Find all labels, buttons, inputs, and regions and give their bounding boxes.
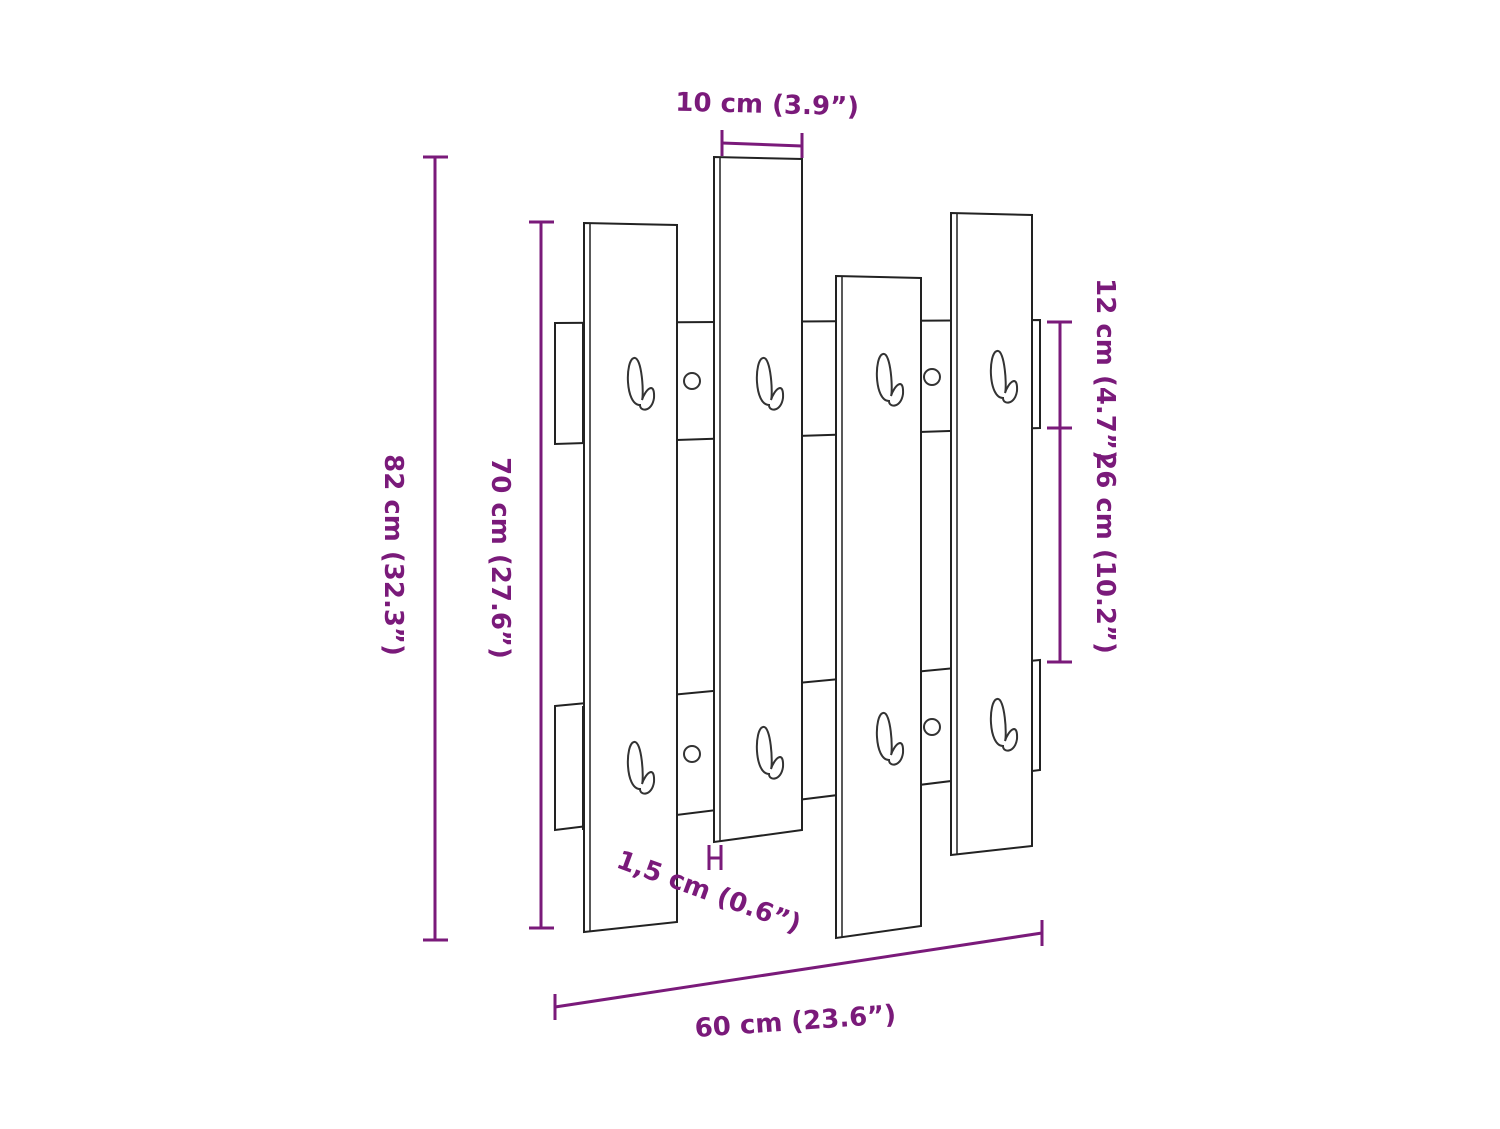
hook-icon xyxy=(626,357,656,411)
rail-height-label: 12 cm (4.7”) xyxy=(1090,278,1120,462)
hook-icon xyxy=(626,741,656,795)
total-width-label: 60 cm (23.6”) xyxy=(694,1000,897,1044)
screw-icon xyxy=(683,372,701,390)
screw-icon xyxy=(923,368,941,386)
hook-icon xyxy=(755,357,785,411)
dimension-rail: 12 cm (4.7”) 26 cm (10.2”) xyxy=(1047,278,1120,664)
hook-icon xyxy=(755,726,785,780)
rail-spacing-label: 26 cm (10.2”) xyxy=(1090,452,1120,654)
screw-icon xyxy=(923,718,941,736)
dimension-total-height: 82 cm (32.3”) xyxy=(378,155,448,942)
hook-icon xyxy=(875,353,905,407)
hook-icon xyxy=(989,350,1019,404)
plank-2 xyxy=(713,155,803,844)
plank-height-label: 70 cm (27.6”) xyxy=(485,457,515,659)
screw-icon xyxy=(683,745,701,763)
dimension-plank-width: 10 cm (3.9”) xyxy=(675,88,859,158)
hook-icon xyxy=(875,712,905,766)
plank-width-label: 10 cm (3.9”) xyxy=(675,88,859,123)
plank-3 xyxy=(835,274,922,940)
dimension-plank-height: 70 cm (27.6”) xyxy=(485,220,554,930)
total-height-label: 82 cm (32.3”) xyxy=(378,454,408,656)
plank-1 xyxy=(583,221,678,934)
hook-icon xyxy=(989,698,1019,752)
dimension-total-width: 60 cm (23.6”) xyxy=(553,920,1044,1044)
plank-4 xyxy=(950,211,1033,857)
